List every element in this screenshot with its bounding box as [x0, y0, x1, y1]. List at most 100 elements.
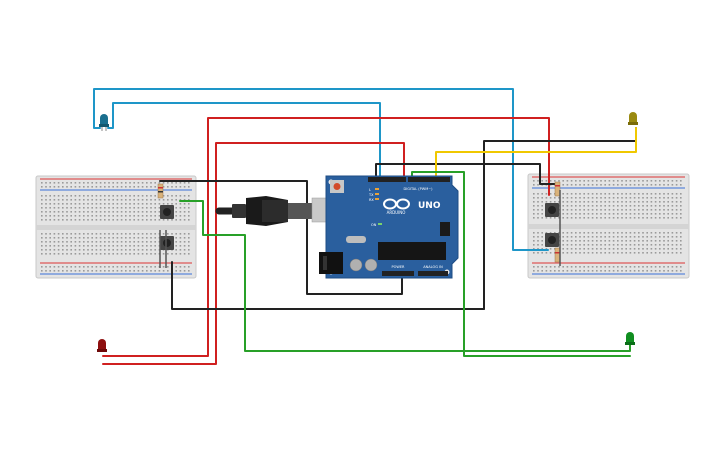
- breadboard-hole: [175, 207, 177, 209]
- breadboard-hole: [629, 209, 632, 211]
- breadboard-right[interactable]: [527, 173, 690, 279]
- breadboard-hole: [141, 203, 144, 205]
- breadboard-hole: [600, 213, 602, 215]
- pushbutton-right-top[interactable]: [545, 203, 559, 217]
- led-red[interactable]: [97, 339, 107, 352]
- breadboard-hole: [167, 186, 169, 188]
- breadboard-hole: [125, 241, 127, 243]
- breadboard-hole: [675, 244, 678, 246]
- breadboard-hole: [167, 203, 169, 205]
- breadboard-hole: [566, 248, 569, 250]
- breadboard-hole: [183, 253, 186, 255]
- breadboard-hole: [87, 253, 89, 255]
- breadboard-hole: [70, 233, 72, 235]
- breadboard-hole: [87, 249, 89, 251]
- breadboard-hole: [45, 219, 47, 221]
- breadboard-hole: [663, 209, 665, 211]
- breadboard-hole: [646, 205, 648, 207]
- breadboard-hole: [562, 209, 564, 211]
- breadboard-hole: [95, 195, 98, 197]
- breadboard-hole: [680, 180, 682, 182]
- breadboard-hole: [625, 217, 627, 219]
- arduino-uno-board[interactable]: ARDUINO UNO DIGITAL (PWM~) POWER ANALOG …: [319, 175, 459, 279]
- breadboard-hole: [629, 252, 632, 254]
- breadboard-hole: [562, 270, 564, 272]
- breadboard-hole: [133, 270, 135, 272]
- breadboard-hole: [541, 244, 543, 246]
- wire-green-left: [179, 200, 631, 352]
- pushbutton-left-top[interactable]: [160, 205, 174, 219]
- breadboard-hole: [680, 184, 682, 186]
- breadboard-hole: [541, 217, 543, 219]
- breadboard-hole: [74, 199, 77, 201]
- breadboard-hole: [566, 197, 569, 199]
- breadboard-hole: [579, 201, 581, 203]
- breadboard-hole: [83, 203, 85, 205]
- wire-yellow: [435, 127, 637, 179]
- breadboard-hole: [95, 245, 98, 247]
- breadboard-hole: [154, 219, 156, 221]
- breadboard-hole: [133, 199, 135, 201]
- breadboard-hole: [583, 217, 585, 219]
- breadboard-hole: [74, 266, 77, 268]
- breadboard-hole: [646, 180, 648, 182]
- breadboard-hole: [95, 203, 98, 205]
- breadboard-hole: [41, 211, 43, 213]
- breadboard-hole: [108, 249, 110, 251]
- breadboard-hole: [625, 193, 627, 195]
- breadboard-hole: [108, 215, 110, 217]
- breadboard-hole: [91, 203, 93, 205]
- breadboard-hole: [62, 182, 64, 184]
- breadboard-hole: [99, 245, 102, 247]
- breadboard-hole: [57, 207, 60, 209]
- breadboard-hole: [162, 219, 165, 221]
- led-green[interactable]: [625, 332, 635, 345]
- breadboard-hole: [62, 233, 64, 235]
- breadboard-hole: [654, 193, 657, 195]
- breadboard-hole: [625, 205, 627, 207]
- breadboard-hole: [183, 215, 186, 217]
- breadboard-hole: [70, 203, 72, 205]
- breadboard-hole: [116, 186, 119, 188]
- breadboard-hole: [45, 211, 47, 213]
- breadboard-hole: [608, 180, 611, 182]
- breadboard-hole: [659, 236, 661, 238]
- breadboard-hole: [53, 186, 56, 188]
- breadboard-hole: [146, 241, 148, 243]
- led-yellow[interactable]: [628, 112, 638, 125]
- breadboard-hole: [642, 244, 644, 246]
- breadboard-hole: [591, 266, 594, 268]
- breadboard-hole: [171, 253, 173, 255]
- breadboard-hole: [141, 186, 144, 188]
- breadboard-hole: [91, 270, 93, 272]
- breadboard-hole: [617, 209, 619, 211]
- breadboard-hole: [171, 182, 173, 184]
- breadboard-hole: [549, 248, 552, 250]
- breadboard-hole: [650, 244, 653, 246]
- pushbutton-left-bottom[interactable]: [160, 236, 174, 250]
- breadboard-hole: [188, 249, 190, 251]
- breadboard-hole: [617, 180, 619, 182]
- breadboard-hole: [608, 205, 611, 207]
- breadboard-hole: [141, 182, 144, 184]
- breadboard-hole: [179, 219, 182, 221]
- breadboard-hole: [120, 253, 123, 255]
- power-jack-icon[interactable]: [319, 252, 343, 274]
- breadboard-hole: [188, 253, 190, 255]
- pushbutton-right-bottom[interactable]: [545, 233, 559, 247]
- breadboard-hole: [183, 219, 186, 221]
- breadboard-hole: [45, 245, 47, 247]
- breadboard-hole: [570, 209, 573, 211]
- breadboard-hole: [179, 245, 182, 247]
- breadboard-hole: [141, 253, 144, 255]
- breadboard-hole: [537, 248, 539, 250]
- breadboard-hole: [53, 253, 56, 255]
- breadboard-hole: [646, 184, 648, 186]
- breadboard-hole: [566, 232, 569, 234]
- breadboard-hole: [650, 213, 653, 215]
- breadboard-hole: [579, 184, 581, 186]
- breadboard-hole: [604, 217, 606, 219]
- led-blue[interactable]: [99, 114, 109, 131]
- breadboard-hole: [617, 184, 619, 186]
